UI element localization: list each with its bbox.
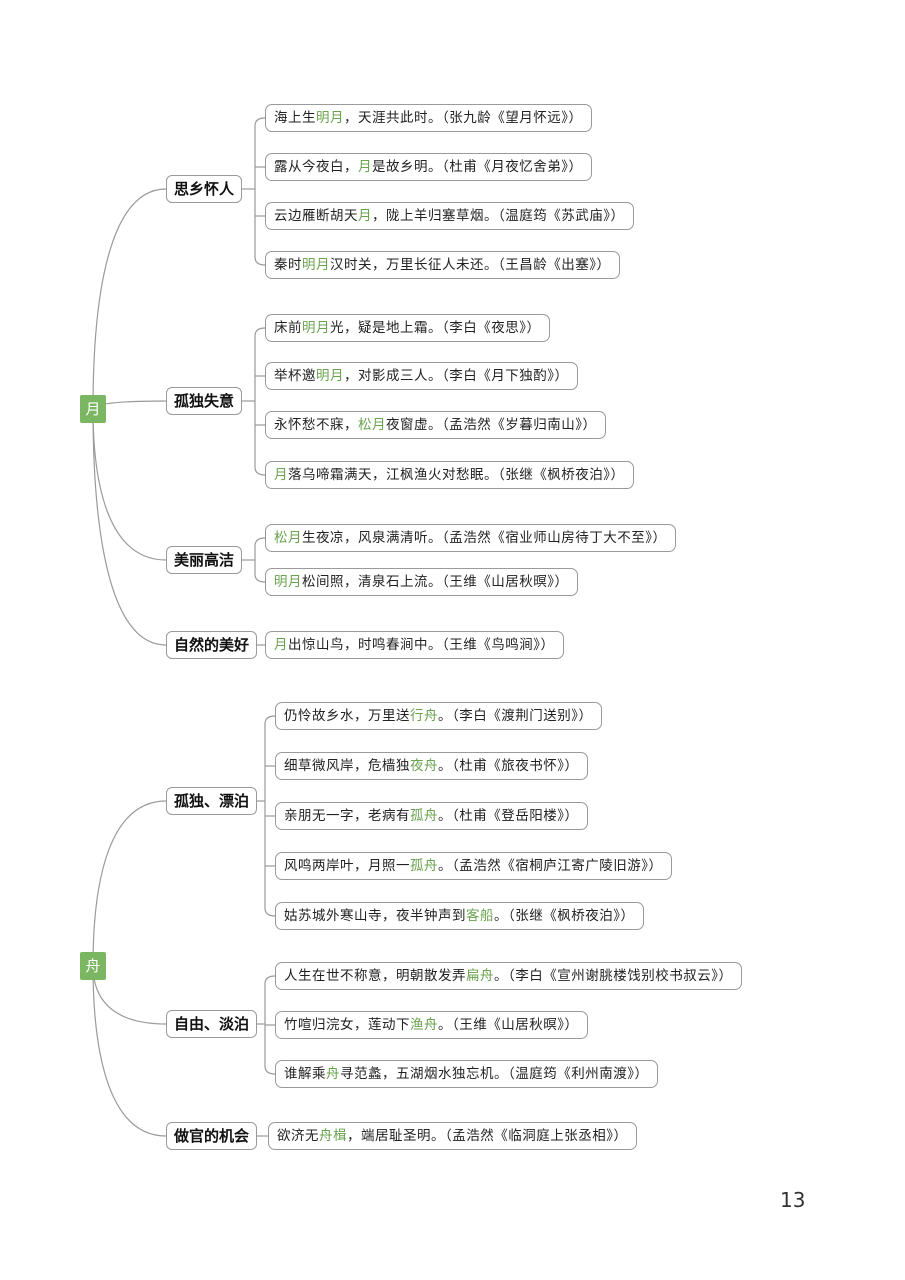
verse-text: 。（杜甫《旅夜书怀》） xyxy=(438,758,579,774)
verse-item: 秦时明月汉时关，万里长征人未还。（王昌龄《出塞》） xyxy=(265,251,620,279)
verse-text: 生夜凉，风泉满清听。（孟浩然《宿业师山房待丁大不至》） xyxy=(302,530,667,546)
highlighted-imagery-word: 明月 xyxy=(316,368,344,384)
connector-line xyxy=(92,965,167,1137)
verse-text: 露从今夜白， xyxy=(274,159,358,175)
verse-text: 光，疑是地上霜。（李白《夜思》） xyxy=(330,320,541,336)
verse-text: 夜窗虚。（孟浩然《岁暮归南山》） xyxy=(386,417,597,433)
verse-text: 谁解乘 xyxy=(284,1066,326,1082)
category-drifting: 孤独、漂泊 xyxy=(166,787,258,815)
highlighted-imagery-word: 月 xyxy=(274,467,288,483)
verse-text: 落乌啼霜满天，江枫渔火对愁眠。（张继《枫桥夜泊》） xyxy=(288,467,625,483)
highlighted-imagery-word: 舟楫 xyxy=(319,1128,347,1144)
category-homesick: 思乡怀人 xyxy=(166,175,243,203)
highlighted-imagery-word: 扁舟 xyxy=(466,968,494,984)
verse-item: 风鸣两岸叶，月照一孤舟。（孟浩然《宿桐庐江寄广陵旧游》） xyxy=(275,852,672,880)
connector-line xyxy=(254,537,266,583)
verse-item: 竹喧归浣女，莲动下渔舟。（王维《山居秋暝》） xyxy=(275,1011,588,1039)
verse-item: 明月松间照，清泉石上流。（王维《山居秋暝》） xyxy=(265,568,578,596)
root-node-boat: 舟 xyxy=(80,952,106,980)
verse-text: 。（杜甫《登岳阳楼》） xyxy=(438,808,579,824)
verse-item: 举杯邀明月，对影成三人。（李白《月下独酌》） xyxy=(265,362,578,390)
verse-item: 欲济无舟楫，端居耻圣明。（孟浩然《临洞庭上张丞相》） xyxy=(268,1122,637,1150)
verse-item: 松月生夜凉，风泉满清听。（孟浩然《宿业师山房待丁大不至》） xyxy=(265,524,676,552)
verse-text: 。（王维《山居秋暝》） xyxy=(438,1017,579,1033)
category-free: 自由、淡泊 xyxy=(166,1010,258,1038)
verse-text: 松间照，清泉石上流。（王维《山居秋暝》） xyxy=(302,574,569,590)
verse-text: 床前 xyxy=(274,320,302,336)
highlighted-imagery-word: 月 xyxy=(274,637,288,653)
verse-item: 人生在世不称意，明朝散发弄扁舟。（李白《宣州谢朓楼饯别校书叔云》） xyxy=(275,962,742,990)
verse-text: ，天涯共此时。（张九龄《望月怀远》） xyxy=(344,110,583,126)
connector-line xyxy=(254,117,266,266)
verse-text: ，端居耻圣明。（孟浩然《临洞庭上张丞相》） xyxy=(347,1128,628,1144)
verse-text: 海上生 xyxy=(274,110,316,126)
verse-text: 永怀愁不寐， xyxy=(274,417,358,433)
verse-text: 寻范蠡，五湖烟水独忘机。（温庭筠《利州南渡》） xyxy=(340,1066,649,1082)
verse-item: 细草微风岸，危樯独夜舟。（杜甫《旅夜书怀》） xyxy=(275,752,588,780)
highlighted-imagery-word: 孤舟 xyxy=(410,808,438,824)
verse-text: 。（张继《枫桥夜泊》） xyxy=(494,908,635,924)
category-lonely: 孤独失意 xyxy=(166,387,243,415)
verse-item: 月出惊山鸟，时鸣春涧中。（王维《鸟鸣涧》） xyxy=(265,631,564,659)
verse-item: 床前明月光，疑是地上霜。（李白《夜思》） xyxy=(265,314,550,342)
verse-text: 举杯邀 xyxy=(274,368,316,384)
verse-text: 。（李白《渡荆门送别》） xyxy=(438,708,593,724)
highlighted-imagery-word: 月 xyxy=(358,159,372,175)
highlighted-imagery-word: 松月 xyxy=(358,417,386,433)
highlighted-imagery-word: 明月 xyxy=(316,110,344,126)
root-node-moon: 月 xyxy=(80,395,106,423)
verse-text: 云边雁断胡天 xyxy=(274,208,358,224)
verse-item: 永怀愁不寐，松月夜窗虚。（孟浩然《岁暮归南山》） xyxy=(265,411,606,439)
verse-item: 海上生明月，天涯共此时。（张九龄《望月怀远》） xyxy=(265,104,592,132)
verse-text: 。（孟浩然《宿桐庐江寄广陵旧游》） xyxy=(438,858,663,874)
connector-line xyxy=(92,800,167,967)
verse-item: 露从今夜白，月是故乡明。（杜甫《月夜忆舍弟》） xyxy=(265,153,592,181)
highlighted-imagery-word: 孤舟 xyxy=(410,858,438,874)
verse-item: 姑苏城外寒山寺，夜半钟声到客船。（张继《枫桥夜泊》） xyxy=(275,902,644,930)
verse-text: 竹喧归浣女，莲动下 xyxy=(284,1017,410,1033)
highlighted-imagery-word: 松月 xyxy=(274,530,302,546)
highlighted-imagery-word: 客船 xyxy=(466,908,494,924)
verse-text: 人生在世不称意，明朝散发弄 xyxy=(284,968,466,984)
connector-line xyxy=(92,408,167,561)
highlighted-imagery-word: 明月 xyxy=(302,257,330,273)
verse-item: 月落乌啼霜满天，江枫渔火对愁眠。（张继《枫桥夜泊》） xyxy=(265,461,634,489)
verse-text: 细草微风岸，危樯独 xyxy=(284,758,410,774)
connector-line xyxy=(254,327,266,476)
highlighted-imagery-word: 行舟 xyxy=(410,708,438,724)
verse-text: 欲济无 xyxy=(277,1128,319,1144)
highlighted-imagery-word: 舟 xyxy=(326,1066,340,1082)
highlighted-imagery-word: 明月 xyxy=(274,574,302,590)
verse-text: 汉时关，万里长征人未还。（王昌龄《出塞》） xyxy=(330,257,611,273)
verse-text: 是故乡明。（杜甫《月夜忆舍弟》） xyxy=(372,159,583,175)
highlighted-imagery-word: 渔舟 xyxy=(410,1017,438,1033)
category-office: 做官的机会 xyxy=(166,1122,258,1150)
verse-text: 亲朋无一字，老病有 xyxy=(284,808,410,824)
verse-item: 亲朋无一字，老病有孤舟。（杜甫《登岳阳楼》） xyxy=(275,802,588,830)
highlighted-imagery-word: 明月 xyxy=(302,320,330,336)
connector-line xyxy=(92,408,167,646)
verse-item: 仍怜故乡水，万里送行舟。（李白《渡荆门送别》） xyxy=(275,702,602,730)
verse-text: ，陇上羊归塞草烟。（温庭筠《苏武庙》） xyxy=(372,208,625,224)
verse-text: 秦时 xyxy=(274,257,302,273)
verse-text: 出惊山鸟，时鸣春涧中。（王维《鸟鸣涧》） xyxy=(288,637,555,653)
verse-text: 姑苏城外寒山寺，夜半钟声到 xyxy=(284,908,466,924)
category-nature: 自然的美好 xyxy=(166,631,258,659)
category-pure: 美丽高洁 xyxy=(166,546,243,574)
verse-text: 仍怜故乡水，万里送 xyxy=(284,708,410,724)
verse-item: 云边雁断胡天月，陇上羊归塞草烟。（温庭筠《苏武庙》） xyxy=(265,202,634,230)
page-number: 13 xyxy=(780,1188,806,1212)
highlighted-imagery-word: 月 xyxy=(358,208,372,224)
verse-text: ，对影成三人。（李白《月下独酌》） xyxy=(344,368,569,384)
highlighted-imagery-word: 夜舟 xyxy=(410,758,438,774)
verse-text: 。（李白《宣州谢朓楼饯别校书叔云》） xyxy=(494,968,733,984)
verse-text: 风鸣两岸叶，月照一 xyxy=(284,858,410,874)
verse-item: 谁解乘舟寻范蠡，五湖烟水独忘机。（温庭筠《利州南渡》） xyxy=(275,1060,658,1088)
connector-line xyxy=(92,188,167,410)
